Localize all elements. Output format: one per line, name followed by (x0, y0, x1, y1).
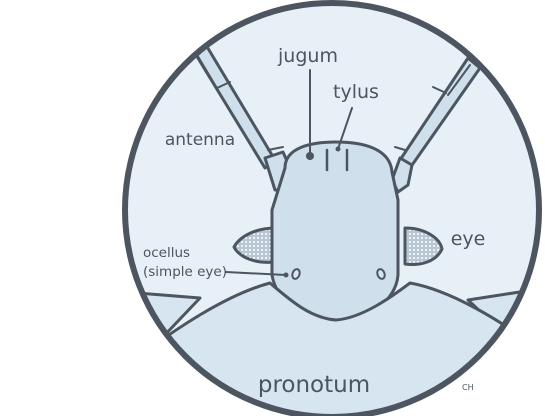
artist-signature: CH (462, 383, 474, 392)
label-tylus: tylus (333, 81, 379, 103)
label-pronotum: pronotum (258, 372, 370, 398)
head (272, 142, 398, 320)
label-antenna: antenna (165, 130, 235, 150)
label-simple-eye: (simple eye) (143, 264, 227, 280)
label-eye: eye (451, 228, 486, 250)
label-ocellus: ocellus (143, 245, 190, 261)
label-jugum: jugum (277, 45, 338, 67)
